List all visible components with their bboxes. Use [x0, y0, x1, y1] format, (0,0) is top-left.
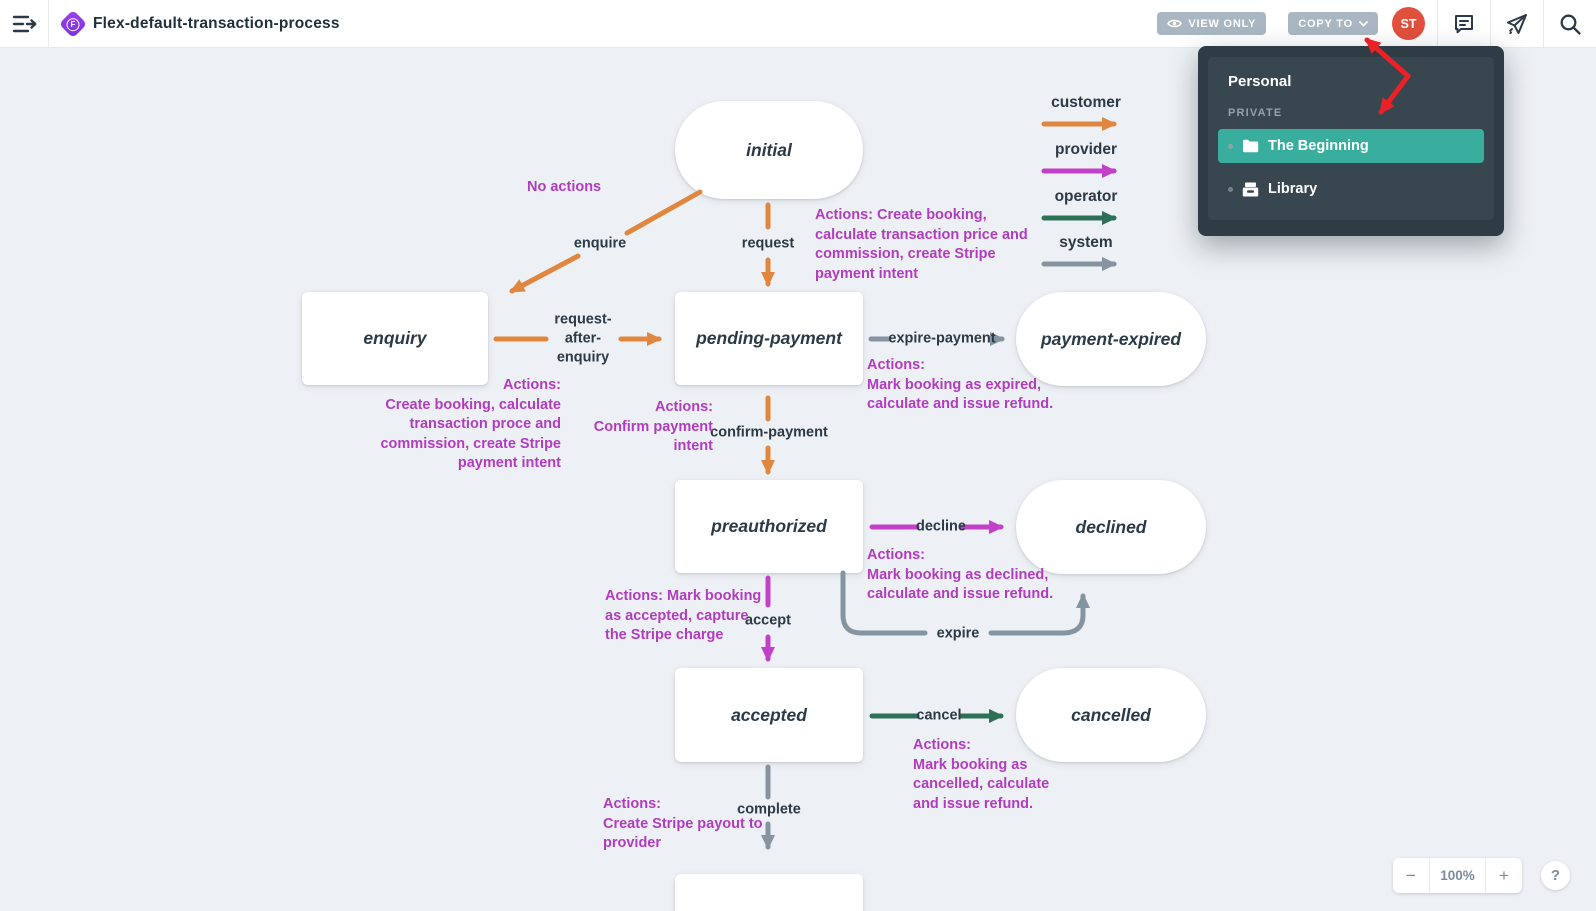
node-accepted[interactable]: accepted	[675, 668, 863, 762]
action-no-actions: No actions	[527, 179, 602, 195]
folder-icon	[1243, 139, 1259, 153]
share-icon	[1507, 13, 1527, 34]
action-cancel: Actions: Mark booking as cancelled, calc…	[913, 737, 1050, 812]
eye-icon	[1167, 19, 1183, 28]
action-expire-payment: Actions: Mark booking as expired, calcul…	[867, 357, 1054, 412]
zoom-level[interactable]: 100%	[1430, 858, 1486, 893]
customer-edges	[493, 117, 1117, 475]
avatar[interactable]: ST	[1392, 7, 1425, 40]
section-label: PRIVATE	[1228, 107, 1283, 119]
node-next-partial[interactable]	[675, 874, 863, 911]
top-bar: F Flex-default-transaction-process VIEW …	[0, 0, 1596, 48]
legend-provider: provider	[1054, 141, 1118, 158]
node-preauthorized[interactable]: preauthorized	[675, 480, 863, 573]
chevron-down-icon	[1359, 20, 1368, 27]
action-complete: Actions: Create Stripe payout to provide…	[603, 796, 763, 851]
legend-customer: customer	[1051, 94, 1121, 111]
diagram-canvas[interactable]: initial enquiry pending-payment payment-…	[0, 48, 1596, 911]
bullet-icon	[1228, 143, 1233, 149]
menu-item-library[interactable]: Library	[1218, 172, 1484, 206]
divider	[1543, 0, 1544, 48]
comments-button[interactable]	[1438, 0, 1490, 48]
action-request-after-enquiry: Actions: Create booking, calculate trans…	[380, 377, 561, 471]
zoom-in-button[interactable]: +	[1499, 865, 1509, 885]
edges-layer	[493, 117, 1117, 850]
workspace-name: Personal	[1228, 73, 1292, 90]
copy-to-menu: Personal PRIVATE The Beginning Library	[1198, 46, 1504, 236]
edge-label-accept: accept	[745, 612, 791, 629]
edge-label-request: request	[741, 235, 795, 252]
edge-label-request-after-enquiry: request- after- enquiry	[554, 311, 612, 366]
page-title: Flex-default-transaction-process	[93, 14, 340, 32]
search-button[interactable]	[1544, 0, 1596, 48]
node-declined[interactable]: declined	[1016, 480, 1206, 574]
divider	[1437, 0, 1438, 48]
node-cancelled[interactable]: cancelled	[1016, 668, 1206, 762]
operator-edges	[869, 211, 1117, 723]
edge-label-confirm-payment: confirm-payment	[710, 424, 828, 441]
node-initial[interactable]: initial	[675, 101, 863, 199]
edge-label-decline: decline	[916, 518, 966, 535]
system-edges	[761, 257, 1117, 850]
library-icon	[1242, 182, 1259, 196]
node-payment-expired[interactable]: payment-expired	[1016, 292, 1206, 386]
edge-label-expire: expire	[936, 625, 980, 642]
share-button[interactable]	[1491, 0, 1543, 48]
copy-to-menu-panel: Personal PRIVATE The Beginning Library	[1208, 57, 1494, 220]
copy-to-button[interactable]: COPY TO	[1288, 12, 1378, 35]
action-confirm-payment: Actions: Confirm payment intent	[593, 399, 713, 454]
menu-item-the-beginning[interactable]: The Beginning	[1218, 129, 1484, 163]
divider	[1490, 0, 1491, 48]
provider-edges	[761, 164, 1117, 662]
sidebar-toggle-icon	[12, 15, 37, 32]
zoom-out-button[interactable]: −	[1393, 858, 1430, 893]
view-only-badge: VIEW ONLY	[1157, 12, 1267, 35]
sidebar-toggle-button[interactable]	[0, 0, 48, 48]
legend-operator: operator	[1054, 188, 1118, 205]
node-enquiry[interactable]: enquiry	[302, 292, 488, 385]
edge-label-enquire: enquire	[573, 235, 627, 252]
zoom-toolbar: − 100% +	[1393, 858, 1522, 893]
edge-label-cancel: cancel	[916, 707, 962, 724]
action-decline: Actions: Mark booking as declined, calcu…	[867, 547, 1054, 602]
document-logo-icon: F	[58, 9, 88, 38]
bullet-icon	[1228, 186, 1233, 192]
legend-system: system	[1059, 234, 1113, 251]
search-icon	[1560, 14, 1581, 35]
edge-label-expire-payment: expire-payment	[888, 330, 996, 347]
action-accept: Actions: Mark booking as accepted, captu…	[605, 588, 762, 643]
divider	[48, 0, 49, 48]
help-button[interactable]: ?	[1541, 861, 1570, 890]
edge-label-complete: complete	[737, 801, 801, 818]
node-pending-payment[interactable]: pending-payment	[675, 292, 863, 385]
comment-icon	[1455, 14, 1473, 33]
action-request: Actions: Create booking, calculate trans…	[815, 207, 1028, 282]
